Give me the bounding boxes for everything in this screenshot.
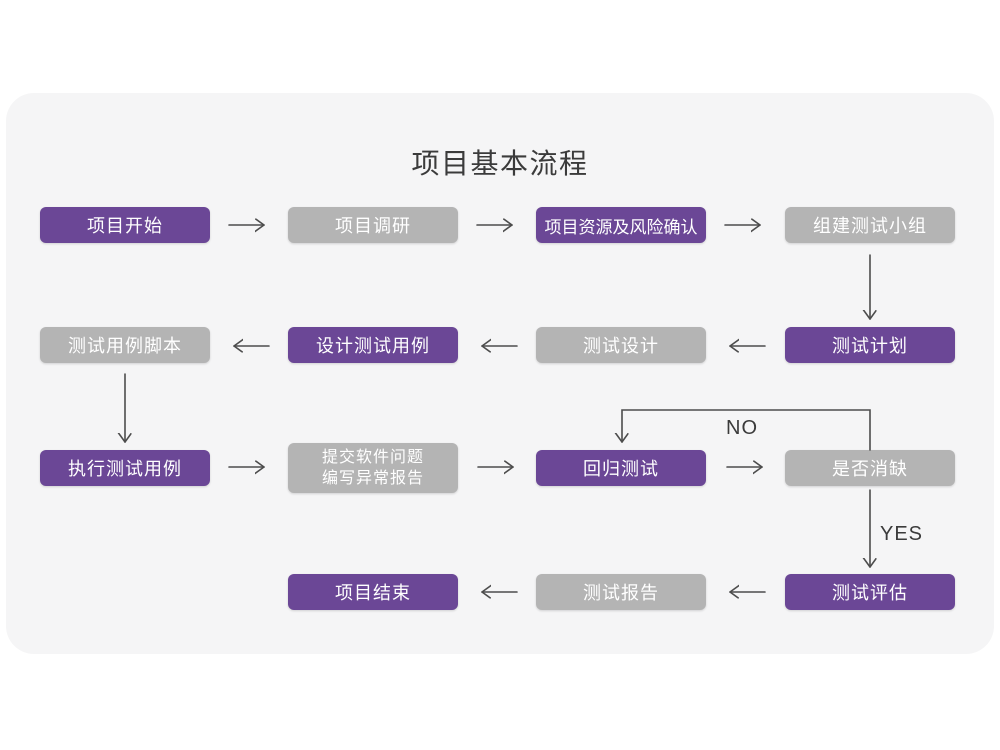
node-label: 组建测试小组	[813, 216, 927, 236]
node-label: 测试报告	[583, 583, 659, 603]
node-test-report: 测试报告	[536, 574, 706, 610]
node-defect-resolved: 是否消缺	[785, 450, 955, 486]
node-label: 测试用例脚本	[68, 336, 182, 356]
node-label: 设计测试用例	[316, 336, 430, 356]
node-label-line2: 编写异常报告	[321, 470, 424, 487]
node-test-case-script: 测试用例脚本	[40, 327, 210, 363]
node-project-start: 项目开始	[40, 207, 210, 243]
node-label: 执行测试用例	[68, 459, 182, 479]
node-project-end: 项目结束	[288, 574, 458, 610]
node-design-test-case: 设计测试用例	[288, 327, 458, 363]
node-execute-test-case: 执行测试用例	[40, 450, 210, 486]
node-label: 回归测试	[583, 459, 659, 479]
node-label: 测试评估	[832, 583, 908, 603]
node-label-line1: 提交软件问题	[321, 449, 424, 466]
node-test-plan: 测试计划	[785, 327, 955, 363]
node-regression-test: 回归测试	[536, 450, 706, 486]
node-project-research: 项目调研	[288, 207, 458, 243]
node-label: 测试计划	[832, 336, 908, 356]
node-test-design: 测试设计	[536, 327, 706, 363]
node-submit-issue-report: 提交软件问题 编写异常报告	[288, 443, 458, 493]
node-test-evaluation: 测试评估	[785, 574, 955, 610]
diagram-panel	[6, 93, 994, 654]
node-label: 项目结束	[335, 583, 411, 603]
node-build-test-team: 组建测试小组	[785, 207, 955, 243]
node-label: 测试设计	[583, 336, 659, 356]
node-resource-risk-confirm: 项目资源及风险确认	[536, 207, 706, 243]
node-label: 是否消缺	[832, 459, 908, 479]
diagram-title: 项目基本流程	[411, 148, 589, 179]
node-label: 项目开始	[87, 216, 163, 236]
node-label: 项目资源及风险确认	[544, 217, 698, 237]
node-label: 项目调研	[335, 216, 411, 236]
